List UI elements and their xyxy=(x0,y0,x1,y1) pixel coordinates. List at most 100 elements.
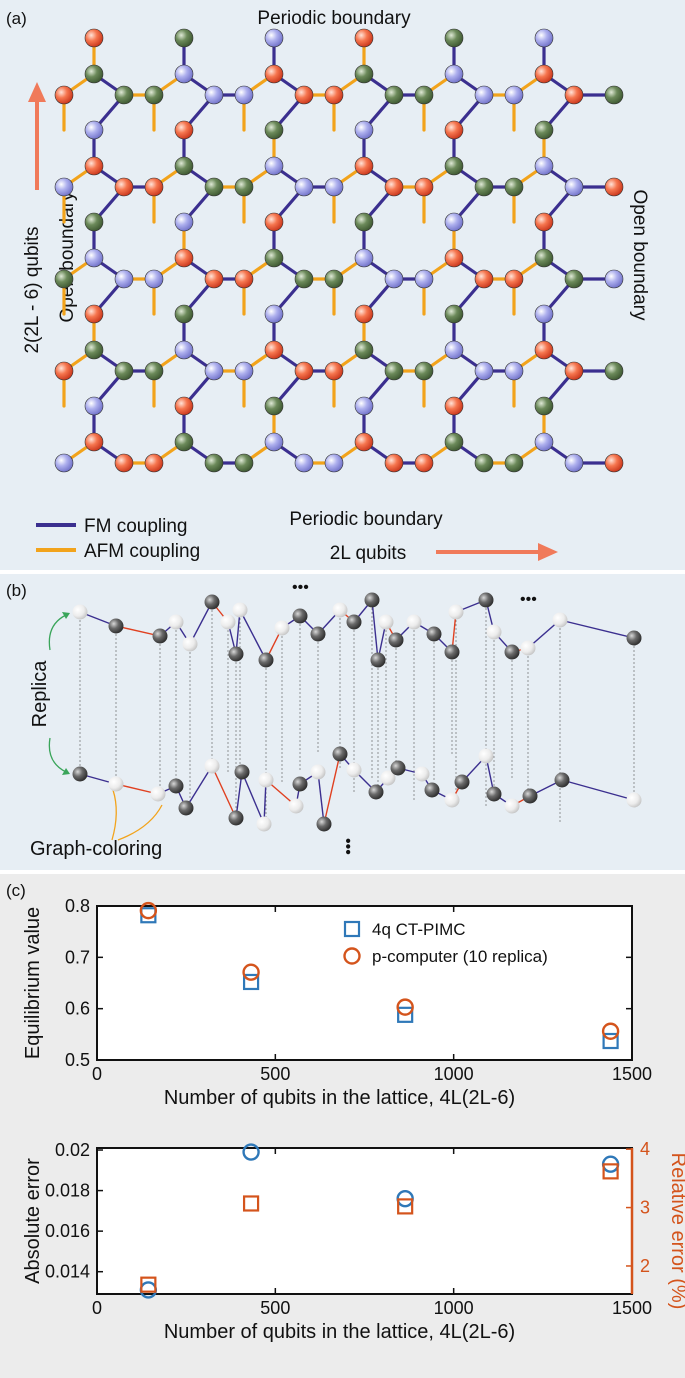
y2-tick-label: 3 xyxy=(640,1198,650,1218)
qubit-node xyxy=(144,177,164,197)
qubit-node xyxy=(234,177,254,197)
relative-error-point xyxy=(602,1163,619,1180)
spin-node-light xyxy=(406,614,422,630)
qubit-node xyxy=(264,64,284,84)
spin-node-dark xyxy=(316,816,332,832)
top-layer-coupling xyxy=(189,601,213,645)
qubit-node xyxy=(84,432,104,452)
top-layer-coupling xyxy=(559,619,635,639)
ellipsis-bottom: ••• xyxy=(339,838,356,855)
qubit-node xyxy=(354,432,374,452)
replica-arrow-down xyxy=(48,737,67,773)
spin-node-dark xyxy=(178,800,194,816)
spin-node-dark xyxy=(258,652,274,668)
x-tick-label: 1000 xyxy=(434,1298,474,1318)
spin-node-light xyxy=(478,748,494,764)
y-tick-label: 0.8 xyxy=(65,896,90,916)
qubit-node xyxy=(114,453,134,473)
qubit-node xyxy=(114,269,134,289)
spin-node-light xyxy=(504,798,520,814)
qubit-node xyxy=(354,64,374,84)
qubit-node xyxy=(204,361,224,381)
qubit-node xyxy=(534,432,554,452)
qubit-node xyxy=(564,453,584,473)
qubit-node xyxy=(174,396,194,416)
panel-b-background xyxy=(0,574,685,870)
qubit-node xyxy=(604,269,624,289)
spin-node-dark xyxy=(228,810,244,826)
qubit-node xyxy=(54,453,74,473)
qubit-node xyxy=(534,120,554,140)
qubit-node xyxy=(444,64,464,84)
qubit-node xyxy=(384,453,404,473)
spin-node-dark xyxy=(522,788,538,804)
x-tick-label: 1500 xyxy=(612,1064,652,1084)
qubit-node xyxy=(174,28,194,48)
spin-node-light xyxy=(168,614,184,630)
lattice-qubits xyxy=(54,28,624,473)
qubit-node xyxy=(174,340,194,360)
y-tick-label: 0.5 xyxy=(65,1050,90,1070)
horizontal-qubits-arrow xyxy=(436,543,558,561)
relative-error-point xyxy=(140,1276,157,1293)
qubit-node xyxy=(174,64,194,84)
qubit-node xyxy=(384,361,404,381)
top-layer-coupling xyxy=(239,609,267,661)
spin-node-dark xyxy=(626,630,642,646)
vertical-qubits-arrow xyxy=(28,82,46,190)
spin-node-light xyxy=(150,786,166,802)
qubit-node xyxy=(504,269,524,289)
qubit-node xyxy=(444,340,464,360)
qubit-node xyxy=(264,120,284,140)
spin-node-dark xyxy=(388,632,404,648)
qubit-node xyxy=(414,269,434,289)
qubit-node xyxy=(174,248,194,268)
qubit-node xyxy=(534,396,554,416)
y-tick-label: 0.02 xyxy=(55,1140,90,1160)
qubit-node xyxy=(84,28,104,48)
replica-connections xyxy=(79,600,635,824)
qubit-node xyxy=(474,177,494,197)
x-tick-label: 500 xyxy=(260,1064,290,1084)
qubit-node xyxy=(444,304,464,324)
qubit-node xyxy=(384,85,404,105)
spin-node-dark xyxy=(370,652,386,668)
spin-node-dark xyxy=(364,592,380,608)
y-tick-label: 0.014 xyxy=(45,1262,90,1282)
replica-label: Replica xyxy=(29,660,51,728)
ct-pimc-point xyxy=(242,973,260,991)
qubit-node xyxy=(84,212,104,232)
y2-tick-label: 4 xyxy=(640,1139,650,1159)
spin-node-light xyxy=(378,614,394,630)
qubit-node xyxy=(444,396,464,416)
x-axis-label: Number of qubits in the lattice, 4L(2L-6… xyxy=(164,1087,515,1109)
qubit-node xyxy=(384,269,404,289)
qubit-node xyxy=(54,361,74,381)
qubit-node xyxy=(294,177,314,197)
top-layer-coupling xyxy=(371,599,379,661)
qubit-node xyxy=(384,177,404,197)
spin-node-dark xyxy=(152,628,168,644)
qubit-node xyxy=(564,177,584,197)
fm-legend-label: FM coupling xyxy=(84,516,188,537)
spin-node-dark xyxy=(204,594,220,610)
p-computer-point xyxy=(396,998,414,1016)
qubit-node xyxy=(204,453,224,473)
qubit-node xyxy=(264,396,284,416)
qubit-node xyxy=(114,85,134,105)
qubit-node xyxy=(84,64,104,84)
qubit-node xyxy=(354,212,374,232)
qubit-node xyxy=(204,85,224,105)
spin-node-light xyxy=(626,792,642,808)
legend-label: 4q CT-PIMC xyxy=(372,920,466,939)
y2-tick-label: 2 xyxy=(640,1256,650,1276)
qubit-node xyxy=(604,453,624,473)
qubit-node xyxy=(504,361,524,381)
x-tick-label: 0 xyxy=(92,1298,102,1318)
spin-node-dark xyxy=(346,614,362,630)
qubit-node xyxy=(174,120,194,140)
x-tick-label: 1500 xyxy=(612,1298,652,1318)
qubit-node xyxy=(84,396,104,416)
spin-node-light xyxy=(332,602,348,618)
